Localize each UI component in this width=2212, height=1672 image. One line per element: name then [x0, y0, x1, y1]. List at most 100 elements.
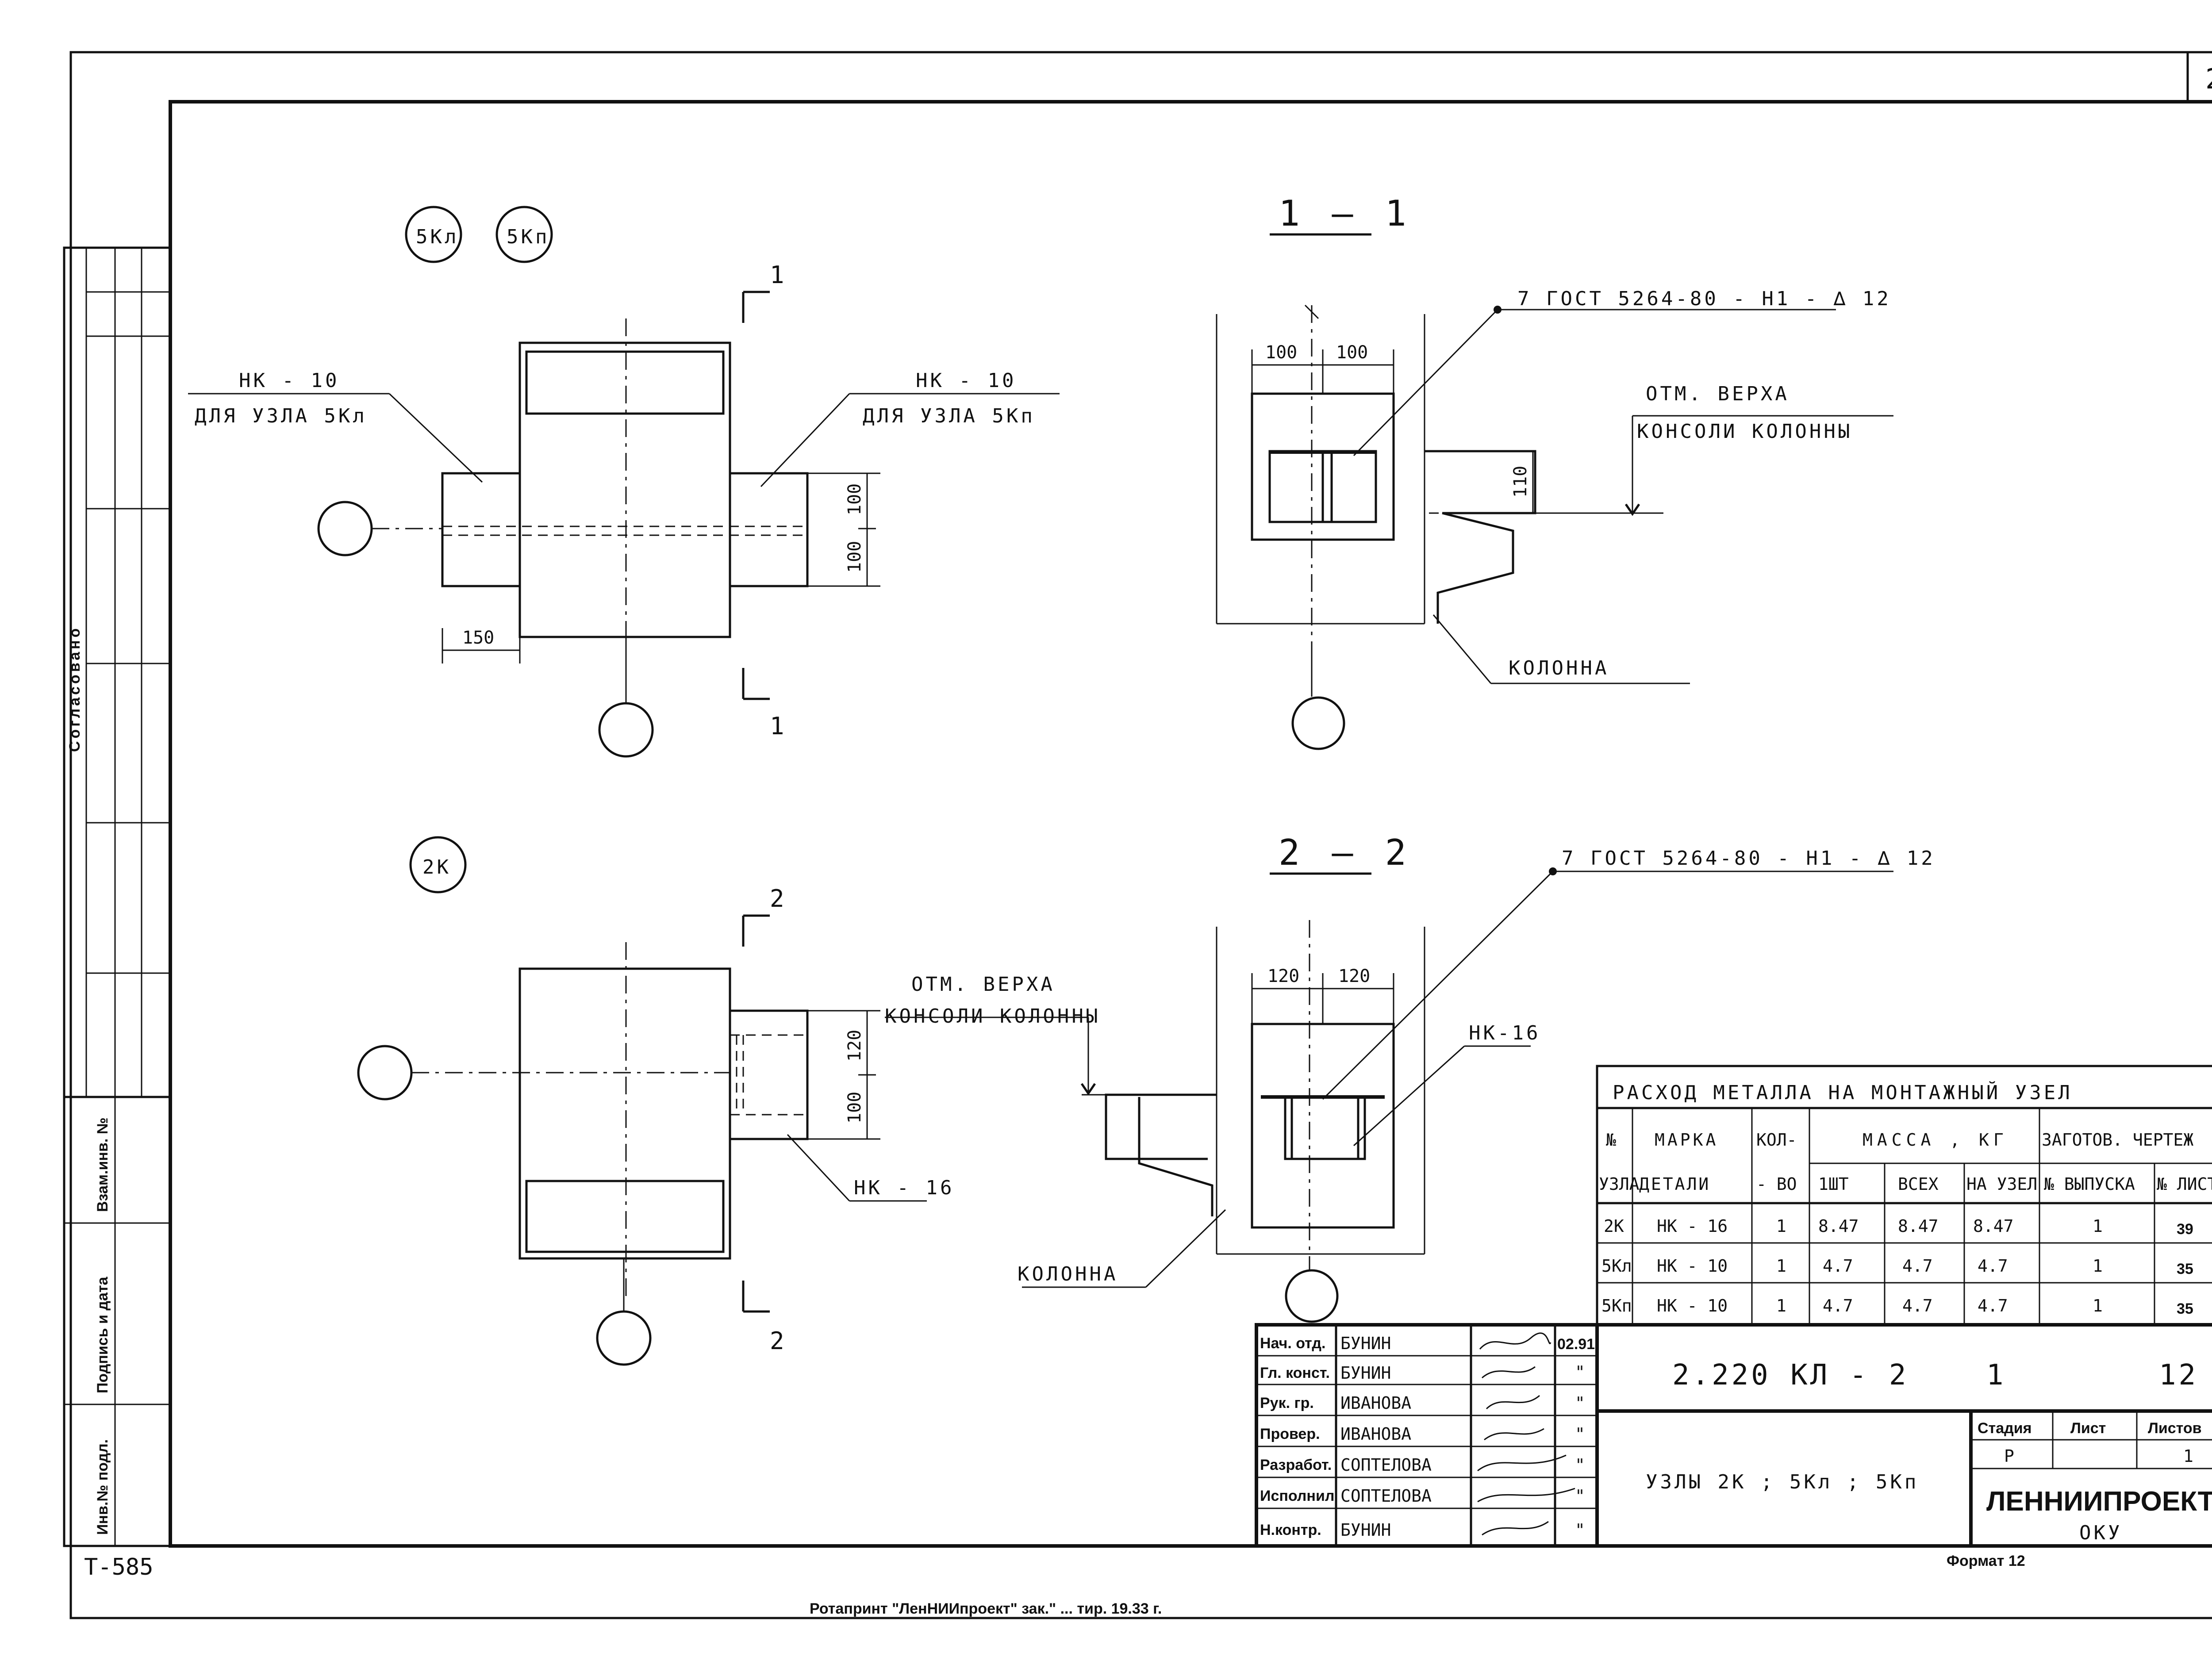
role-1: Гл. конст. [1260, 1365, 1330, 1381]
title-block [1255, 1323, 2212, 1548]
sheet-number: 28 [2205, 63, 2212, 95]
section-2-weld: 7 ГОСТ 5264-80 - Н1 - ∆ 12 [1562, 847, 1936, 870]
svg-text:39: 39 [2177, 1221, 2193, 1238]
th-draw-2: № ЛИСТА [2157, 1174, 2212, 1194]
section-1-weld: 7 ГОСТ 5264-80 - Н1 - ∆ 12 [1517, 288, 1891, 310]
section-2-elev-2: КОНСОЛИ КОЛОННЫ [885, 1005, 1100, 1028]
approved-label: Согласовано [66, 626, 83, 752]
plan-view-5k [188, 206, 1060, 758]
stage-header: Стадия [1978, 1420, 2032, 1437]
right-part-label: НК - 10 [916, 369, 1016, 392]
left-margin-strip [63, 246, 172, 1547]
section-1-1 [1216, 233, 1893, 750]
svg-text:35: 35 [2177, 1261, 2193, 1277]
dim-120: 120 [845, 1030, 865, 1062]
section-1-dim-110: 110 [1510, 466, 1531, 498]
svg-text:4.7: 4.7 [1978, 1296, 2008, 1315]
section-1-dim-100b: 100 [1336, 342, 1368, 363]
sheets-value: 1 [2183, 1446, 2193, 1466]
sheet-header: Лист [2070, 1420, 2106, 1437]
name-2: ИВАНОВА [1340, 1393, 1411, 1413]
section-2-dim-120b: 120 [1338, 966, 1370, 986]
issue-number: 1 [1986, 1359, 2006, 1392]
department: ОКУ [2079, 1522, 2122, 1544]
name-0: БУНИН [1340, 1334, 1391, 1353]
dim-100-upper: 100 [845, 483, 865, 515]
metal-table-title: РАСХОД МЕТАЛЛА НА МОНТАЖНЫЙ УЗЕЛ [1613, 1081, 2073, 1104]
role-0: Нач. отд. [1260, 1335, 1325, 1352]
sheet-code: 12 [2159, 1359, 2198, 1392]
svg-text:1: 1 [1776, 1216, 1786, 1236]
svg-text:4.7: 4.7 [1823, 1296, 1853, 1315]
ditto-6: " [1575, 1520, 1585, 1540]
table-row: 5Кл НК - 10 1 4.7 4.7 4.7 1 35 [1601, 1256, 2193, 1277]
name-4: СОПТЕЛОВА [1340, 1455, 1432, 1475]
nk16-label-plan: НК - 16 [854, 1177, 954, 1199]
left-part-note: ДЛЯ УЗЛА 5Кл [195, 405, 367, 427]
format-label: Формат 12 [1947, 1553, 2025, 1569]
mark-5kl: 5Кл [416, 226, 459, 248]
th-mass-1: 1ШТ [1818, 1174, 1849, 1194]
svg-text:4.7: 4.7 [1902, 1256, 1933, 1276]
right-part-note: ДЛЯ УЗЛА 5Кп [863, 405, 1035, 427]
table-row: 2К НК - 16 1 8.47 8.47 8.47 1 39 [1604, 1216, 2193, 1238]
svg-text:5Кл: 5Кл [1601, 1256, 1632, 1276]
section-1-title: 1 — 1 [1279, 193, 1412, 234]
metal-table [1596, 1065, 2212, 1326]
section-1-column: КОЛОННА [1509, 657, 1609, 679]
section-1-elev-2: КОНСОЛИ КОЛОННЫ [1637, 420, 1852, 443]
cut-1-top: 1 [770, 261, 784, 289]
ditto-4: " [1575, 1455, 1585, 1475]
th-qty-2: - ВО [1756, 1174, 1797, 1194]
th-mark-1: МАРКА [1655, 1130, 1718, 1150]
svg-text:1: 1 [2093, 1296, 2103, 1315]
section-2-part: НК-16 [1469, 1022, 1540, 1044]
th-draw-1: № ВЫПУСКА [2044, 1174, 2135, 1194]
section-2-dim-120a: 120 [1267, 966, 1299, 986]
drawing-name: УЗЛЫ 2К ; 5Кл ; 5Кп [1646, 1471, 1919, 1493]
svg-text:35: 35 [2177, 1300, 2193, 1317]
section-2-2 [885, 867, 1893, 1323]
stage-value: Р [2004, 1446, 2014, 1466]
dim-100-2k: 100 [845, 1092, 865, 1124]
ditto-3: " [1575, 1424, 1585, 1444]
sheets-header: Листов [2148, 1420, 2202, 1437]
mark-2k: 2К [422, 856, 451, 878]
role-5: Исполнил [1260, 1488, 1334, 1504]
instead-inv-label: Взам.инв. № [94, 1117, 111, 1212]
th-no-2: УЗЛА [1599, 1174, 1640, 1194]
left-part-label: НК - 10 [239, 369, 339, 392]
section-1-elev-1: ОТМ. ВЕРХА [1646, 383, 1790, 405]
svg-text:4.7: 4.7 [1978, 1256, 2008, 1276]
signature-marks [1477, 1332, 1575, 1536]
dim-100-lower: 100 [845, 541, 865, 573]
name-3: ИВАНОВА [1340, 1424, 1411, 1444]
role-6: Н.контр. [1260, 1522, 1321, 1538]
th-draw: ЗАГОТОВ. ЧЕРТЕЖ [2042, 1130, 2193, 1150]
sign-date-label: Подпись и дата [94, 1276, 111, 1393]
th-no-1: № [1606, 1130, 1616, 1150]
section-2-column: КОЛОННА [1018, 1263, 1118, 1285]
svg-text:4.7: 4.7 [1823, 1256, 1853, 1276]
ditto-5: " [1575, 1486, 1585, 1506]
title-block-rows: Нач. отд. Гл. конст. Рук. гр. Провер. Ра… [1260, 1332, 1595, 1540]
dim-150: 150 [462, 628, 494, 648]
svg-text:1: 1 [2093, 1216, 2103, 1236]
svg-text:1: 1 [1776, 1296, 1786, 1315]
section-1-dim-100a: 100 [1265, 342, 1297, 363]
svg-text:1: 1 [2093, 1256, 2103, 1276]
table-row: 5Кп НК - 10 1 4.7 4.7 4.7 1 35 [1601, 1296, 2193, 1317]
section-2-elev-1: ОТМ. ВЕРХА [911, 973, 1055, 996]
svg-text:НК - 16: НК - 16 [1657, 1216, 1728, 1236]
svg-text:8.47: 8.47 [1973, 1216, 2014, 1236]
ditto-2: " [1575, 1393, 1585, 1413]
svg-text:НК - 10: НК - 10 [1657, 1296, 1728, 1315]
svg-text:5Кп: 5Кп [1601, 1296, 1632, 1315]
svg-text:8.47: 8.47 [1818, 1216, 1859, 1236]
organization: ЛЕННИИПРОЕКТ [1986, 1486, 2212, 1517]
role-3: Провер. [1260, 1426, 1320, 1442]
svg-text:2К: 2К [1604, 1216, 1624, 1236]
name-6: БУНИН [1340, 1520, 1391, 1540]
doc-code: Т-585 [84, 1554, 154, 1580]
